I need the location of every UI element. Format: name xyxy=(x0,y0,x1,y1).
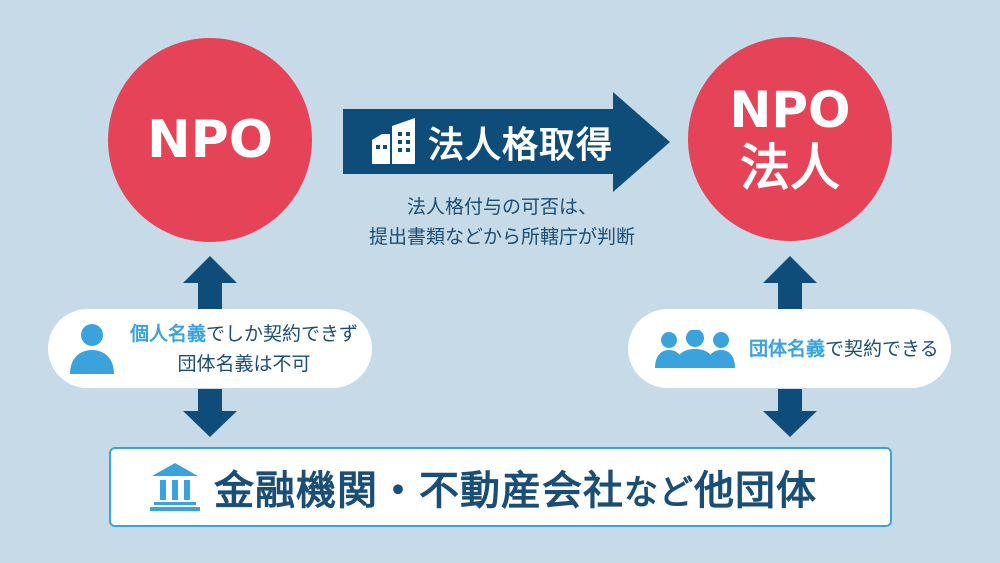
building-icon xyxy=(372,118,415,164)
process-note-line1: 法人格付与の可否は、 xyxy=(406,196,597,218)
counterparties-main: 金融機関・不動産会社 xyxy=(214,468,624,514)
right-double-arrow xyxy=(763,256,817,437)
npo-corporation-circle: NPO 法人 xyxy=(688,37,892,241)
right-note-text: で契約できる xyxy=(825,337,939,360)
person-icon xyxy=(70,323,114,374)
npo-corp-label-line2: 法人 xyxy=(740,139,840,197)
group-contract-note: 団体名義で契約できる xyxy=(628,309,951,388)
process-note: 法人格付与の可否は、 提出書類などから所轄庁が判断 xyxy=(352,192,652,252)
counterparties-box: 金融機関・不動産会社など他団体 xyxy=(109,447,892,527)
npo-circle: NPO xyxy=(108,38,312,242)
left-note-line1: でしか契約できず xyxy=(206,322,359,345)
group-icon xyxy=(655,329,735,368)
group-name-highlight: 団体名義 xyxy=(749,337,826,360)
counterparties-tail: 他団体 xyxy=(694,468,817,514)
individual-contract-note: 個人名義でしか契約できず 団体名義は不可 xyxy=(48,309,372,388)
npo-corp-label-line1: NPO xyxy=(729,81,851,139)
left-note-line2: 団体名義は不可 xyxy=(177,352,311,375)
counterparties-etc: など xyxy=(624,473,694,513)
process-note-line2: 提出書類などから所轄庁が判断 xyxy=(368,226,635,248)
npo-label: NPO xyxy=(147,110,273,170)
bank-icon xyxy=(150,463,200,511)
right-arrow-shape xyxy=(343,92,670,192)
left-double-arrow xyxy=(183,256,237,437)
individual-name-highlight: 個人名義 xyxy=(130,322,207,345)
acquire-corporate-status-label: 法人格取得 xyxy=(428,125,614,166)
